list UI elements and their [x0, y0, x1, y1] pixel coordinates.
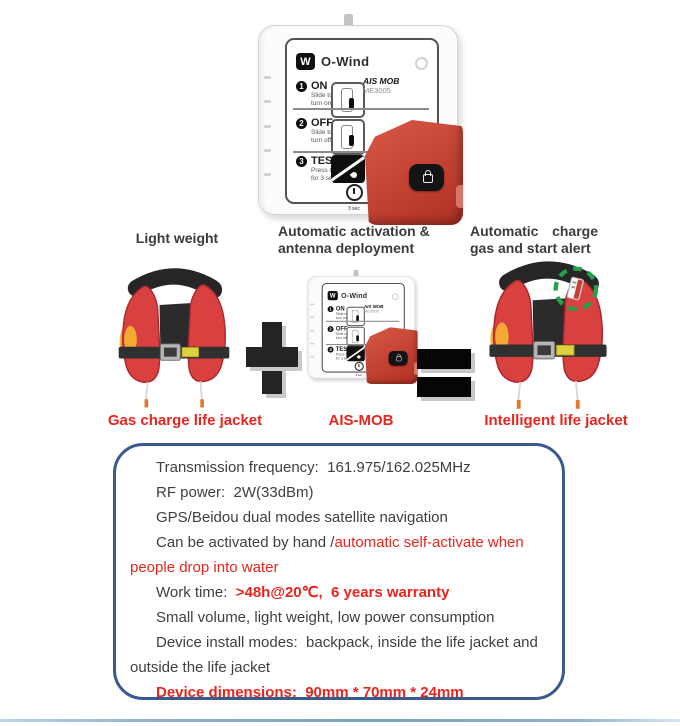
- model-line2: ME3005: [363, 86, 391, 95]
- off-section: 2 OFF Slide to turn off: [296, 117, 431, 146]
- spec-line-install-modes: Device install modes: backpack, inside t…: [156, 634, 538, 651]
- label-ais-mob: AIS-MOB: [328, 412, 394, 429]
- equals-icon: [417, 349, 471, 397]
- slide-switch-on-icon: [346, 306, 365, 327]
- spec-line-frequency: Transmission frequency: 161.975/162.025M…: [156, 459, 471, 476]
- slide-switch-off-icon: [331, 119, 365, 155]
- indicator-led: [415, 57, 428, 70]
- divider: [293, 108, 429, 110]
- owind-logo-icon: W: [296, 53, 315, 70]
- antenna-stub: [353, 270, 359, 278]
- step-3-badge: 3: [296, 155, 307, 167]
- spec-line-volume: Small volume, light weight, low power co…: [156, 609, 495, 626]
- feature-label-auto-charge: Automatic charge gas and start alert: [470, 223, 598, 256]
- divider: [293, 151, 429, 153]
- timer-label: 3 sec: [348, 206, 360, 212]
- spec-box: Transmission frequency: 161.975/162.025M…: [113, 443, 565, 701]
- intelligent-life-jacket-image: [489, 261, 607, 409]
- green-highlight-circle: [553, 266, 599, 312]
- side-ribs: [264, 76, 271, 176]
- spec-line-gps: GPS/Beidou dual modes satellite navigati…: [156, 509, 448, 526]
- off-label: OFF: [311, 117, 333, 129]
- spec-line-install-cont: outside the life jacket: [130, 659, 271, 676]
- red-protective-cover: [365, 120, 463, 225]
- test-button-icon: [331, 155, 365, 183]
- label-gas-jacket: Gas charge life jacket: [107, 412, 263, 429]
- on-sub2: turn on: [311, 100, 332, 108]
- on-sub1: Slide to: [311, 92, 333, 99]
- owind-logo-icon: W: [327, 291, 338, 301]
- feature-label-auto-activation: Automatic activation & antenna deploymen…: [278, 223, 430, 256]
- lock-icon: [423, 170, 433, 183]
- attached-ais-mob-device: [566, 276, 585, 301]
- side-ribs: [310, 303, 315, 358]
- spec-line-dimensions: Device dimensions: 90mm * 70mm * 24mm: [156, 684, 464, 701]
- off-sub2: turn off: [311, 137, 332, 145]
- timer-icon: 3 sec: [351, 361, 367, 377]
- test-sub2: for 3 sec: [311, 175, 336, 183]
- red-protective-cover: [364, 327, 418, 384]
- step-1-badge: 1: [296, 80, 307, 92]
- test-sub1: Press OFF: [311, 167, 343, 174]
- label-intelligent-jacket: Intelligent life jacket: [484, 412, 628, 429]
- antenna-stub: [344, 14, 353, 28]
- spec-line-rf-power: RF power: 2W(33dBm): [156, 484, 314, 501]
- device-body: W O-Wind 1 ON Slide to turn on AIS MOB ME…: [258, 25, 463, 225]
- step-2-badge: 2: [296, 117, 307, 129]
- spec-line-activation-cont: people drop into water: [130, 559, 279, 576]
- brand-name: O-Wind: [321, 54, 370, 69]
- on-section: 1 ON Slide to turn on: [296, 80, 431, 109]
- indicator-led: [391, 293, 399, 301]
- page-bottom-border: [0, 719, 680, 722]
- plus-icon: [246, 322, 300, 394]
- model-name: AIS MOB ME3005: [363, 76, 425, 95]
- device-photo-large: W O-Wind 1 ON Slide to turn on AIS MOB ME…: [256, 14, 463, 225]
- feature-label-light-weight: Light weight: [135, 230, 219, 246]
- cover-notch: [456, 185, 463, 209]
- model-line1: AIS MOB: [363, 76, 400, 86]
- spec-line-activation: Can be activated by hand /automatic self…: [156, 534, 524, 551]
- on-label: ON: [311, 80, 328, 92]
- spec-line-work-time: Work time: >48h@20℃, 6 years warranty: [156, 584, 450, 601]
- off-sub1: Slide to: [311, 129, 333, 136]
- slide-switch-on-icon: [331, 82, 365, 118]
- gas-life-jacket-image: [118, 268, 230, 408]
- cover-lock-button: [409, 164, 444, 191]
- brand-name: O-Wind: [341, 291, 368, 300]
- cover-lock-button: [388, 351, 408, 366]
- lock-icon: [396, 354, 402, 362]
- test-button-icon: [346, 346, 365, 362]
- timer-icon: 3 sec: [339, 184, 369, 212]
